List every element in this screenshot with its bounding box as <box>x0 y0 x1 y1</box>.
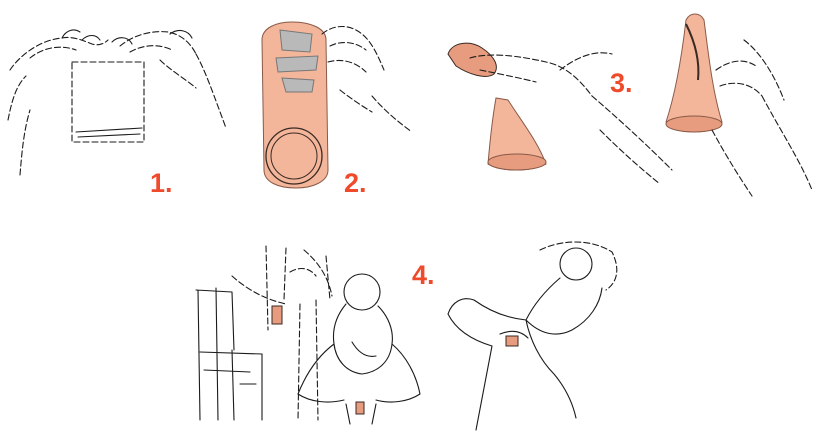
sheath-mini <box>356 402 364 414</box>
step-3-number: 3. <box>610 70 633 97</box>
right-hand-icon <box>120 32 226 128</box>
step-3-illustration <box>448 14 812 196</box>
pillow-icon <box>540 242 617 290</box>
step-1-number: 1. <box>150 170 173 197</box>
packet-bottom-edge <box>76 128 142 137</box>
reclining-figure-icon <box>448 278 602 430</box>
hand-icon <box>712 40 812 196</box>
packet-fragment <box>276 56 318 72</box>
head-icon <box>560 248 592 280</box>
left-hand-icon <box>8 37 108 175</box>
step-2-illustration <box>262 22 412 188</box>
step-2-number: 2. <box>344 170 367 197</box>
hand-icon <box>322 27 412 133</box>
sheath-base-ring <box>666 116 722 132</box>
sheath-mini <box>272 306 282 324</box>
standing-figure-icon <box>232 246 332 420</box>
outer-ring <box>266 128 322 184</box>
step-1-illustration <box>8 30 226 175</box>
packet-fragment <box>280 30 312 52</box>
sheath-mini <box>506 336 518 346</box>
chair-icon <box>196 288 262 420</box>
step-4-number: 4. <box>412 262 435 289</box>
step-4-illustration <box>196 242 617 430</box>
packet-fragment <box>282 78 314 92</box>
sheath-upright <box>666 14 722 128</box>
sheath-opening <box>488 154 546 170</box>
head-icon <box>344 274 380 310</box>
